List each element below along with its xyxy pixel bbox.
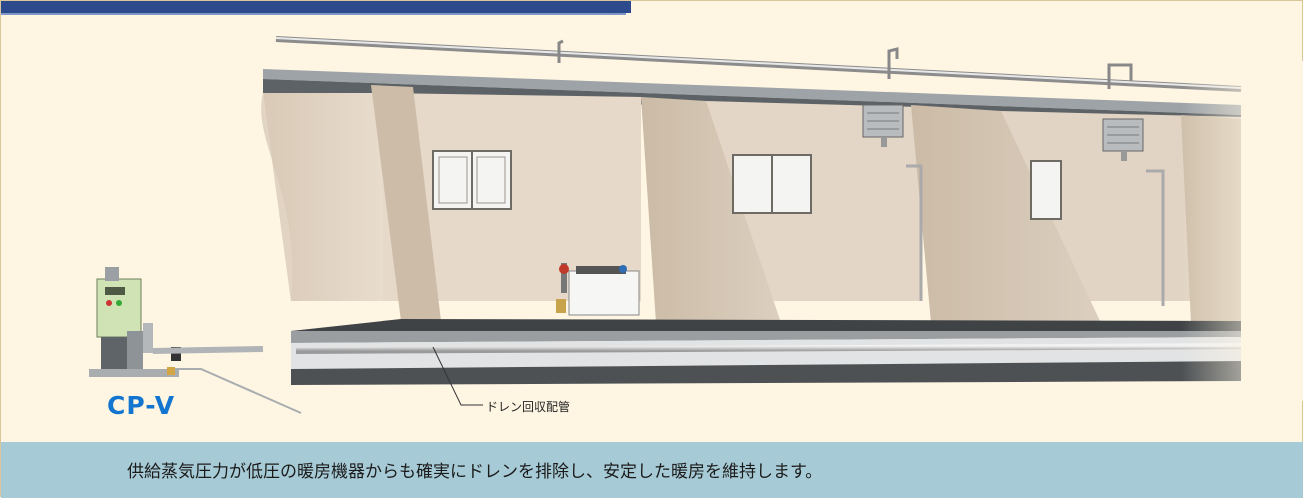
drain-recovery-pipe-label: ドレン回収配管 — [486, 400, 571, 414]
floor — [291, 319, 1242, 385]
drain-pump-unit-icon — [89, 267, 302, 414]
caption-text: 供給蒸気圧力が低圧の暖房機器からも確実にドレンを排除し、安定した暖房を維持します… — [127, 462, 823, 482]
caption-bar: 供給蒸気圧力が低圧の暖房機器からも確実にドレンを排除し、安定した暖房を維持します… — [1, 442, 1303, 498]
callout-leader-line — [432, 346, 483, 406]
steam-heater-icon — [556, 263, 640, 316]
window-icon — [432, 150, 512, 210]
header-tab-edge — [1, 13, 626, 15]
product-label: CP-V — [107, 391, 176, 420]
window-icon — [1030, 160, 1062, 220]
building-cutaway-illustration — [89, 36, 1303, 414]
window-icon — [732, 154, 812, 214]
roof-rail — [275, 36, 1242, 92]
ceiling-unit-heater-icon — [862, 104, 923, 301]
header-tab — [1, 1, 631, 13]
header-tab-slant — [611, 1, 625, 13]
ceiling-unit-heater-icon — [1102, 118, 1165, 306]
right-fade — [1181, 61, 1303, 401]
